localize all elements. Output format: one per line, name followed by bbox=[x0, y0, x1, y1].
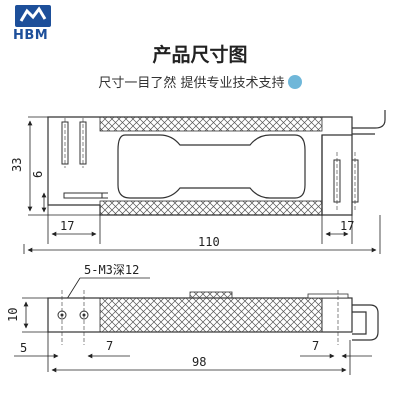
water-drop-emoji-icon bbox=[287, 75, 302, 89]
bottom-view: 5-M3深12 10 5 7 7 bbox=[6, 263, 379, 375]
cable bbox=[352, 110, 386, 129]
dim-height-33: 33 bbox=[10, 158, 24, 172]
dim-left-17: 17 bbox=[60, 219, 74, 233]
dim-length-110: 110 bbox=[198, 235, 220, 249]
dim-right-spacing-7: 7 bbox=[312, 339, 319, 353]
top-hatch-band bbox=[99, 116, 323, 132]
dim-offset-6: 6 bbox=[31, 171, 45, 178]
dim-right-17: 17 bbox=[340, 219, 354, 233]
hbm-logo: HBM bbox=[5, 5, 60, 50]
dogbone-cutout bbox=[117, 134, 306, 199]
dim-height-10: 10 bbox=[6, 308, 20, 322]
dim-left-edge-5: 5 bbox=[20, 341, 27, 355]
bottom-cable bbox=[352, 304, 379, 341]
dim-length-98: 98 bbox=[192, 355, 206, 369]
subtitle-text: 尺寸一目了然 提供专业技术支持 bbox=[98, 76, 285, 91]
page-title: 产品尺寸图 bbox=[152, 44, 248, 66]
right-raised-strip bbox=[307, 293, 349, 299]
bottom-hatch-area bbox=[99, 297, 323, 333]
bottom-hatch-band bbox=[99, 200, 323, 216]
hbm-logo-icon bbox=[15, 5, 51, 27]
dim-hole-spacing-7: 7 bbox=[106, 339, 113, 353]
sensor-pin bbox=[63, 192, 103, 199]
top-raised-strip bbox=[189, 291, 233, 299]
thread-callout: 5-M3深12 bbox=[84, 263, 139, 277]
logo-text: HBM bbox=[13, 28, 49, 43]
page-subtitle: 尺寸一目了然 提供专业技术支持 bbox=[0, 72, 400, 91]
top-view: 33 6 17 17 110 bbox=[10, 110, 386, 254]
